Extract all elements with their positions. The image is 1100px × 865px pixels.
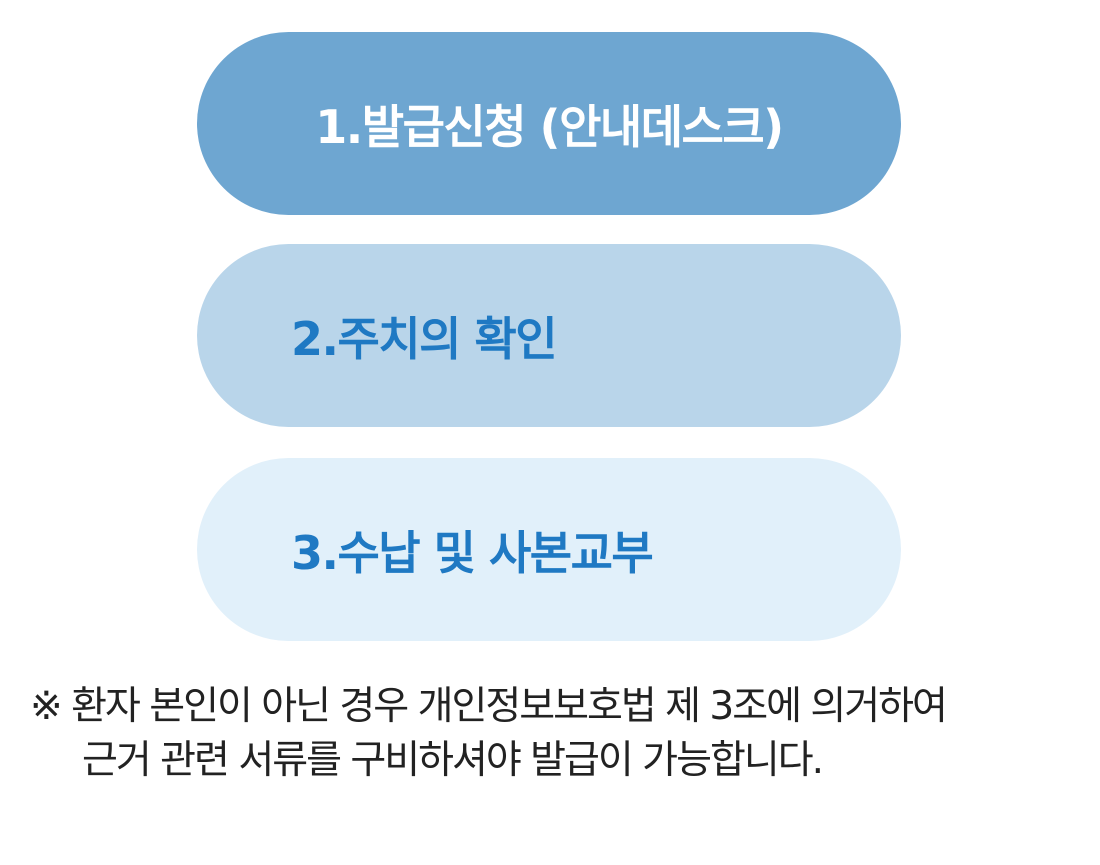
step-2-label: 2.주치의 확인 (291, 311, 558, 366)
notice-line-1: ※ 환자 본인이 아닌 경우 개인정보보호법 제 3조에 의거하여 (30, 684, 948, 729)
step-3-payment-copy-issue: 3.수납 및 사본교부 (197, 458, 901, 641)
privacy-notice: ※ 환자 본인이 아닌 경우 개인정보보호법 제 3조에 의거하여 근거 관련 … (30, 680, 1090, 788)
step-1-application: 1.발급신청 (안내데스크) (197, 32, 901, 215)
step-1-label: 1.발급신청 (안내데스크) (315, 99, 784, 154)
notice-line-2: 근거 관련 서류를 구비하셔야 발급이 가능합니다. (82, 738, 824, 783)
step-3-label: 3.수납 및 사본교부 (291, 525, 654, 580)
step-2-doctor-confirmation: 2.주치의 확인 (197, 244, 901, 427)
